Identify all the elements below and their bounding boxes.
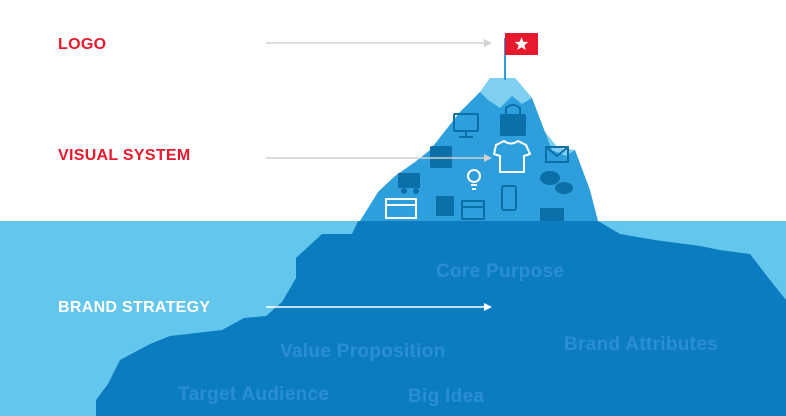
arrow-logo — [266, 39, 492, 47]
big-idea-label: Big Idea — [408, 386, 485, 407]
envelope-icon — [545, 146, 569, 163]
browser-window-icon — [385, 198, 417, 219]
star-icon — [514, 37, 529, 50]
calendar-icon — [461, 200, 485, 220]
core-purpose-label: Core Purpose — [436, 261, 565, 282]
shopping-bag-icon — [500, 104, 526, 136]
target-audience-label: Target Audience — [178, 384, 330, 405]
chat-bubbles-icon — [540, 171, 573, 194]
brand-attributes-label: Brand Attributes — [564, 334, 718, 355]
lightbulb-icon — [467, 169, 481, 190]
logo-label: LOGO — [58, 36, 107, 53]
underwater-iceberg — [96, 221, 786, 416]
truck-icon — [398, 173, 420, 194]
mobile-phone-icon — [501, 185, 517, 211]
visual-system-label: VISUAL SYSTEM — [58, 147, 191, 164]
tshirt-icon — [492, 139, 532, 173]
iceberg-snow-cap — [480, 78, 532, 108]
arrow-visual-system — [266, 154, 492, 162]
brand-strategy-label: BRAND STRATEGY — [58, 299, 211, 316]
value-proposition-label: Value Proposition — [280, 341, 446, 362]
book-icon — [430, 146, 452, 168]
gift-bag-icon — [436, 196, 454, 216]
monitor-small-icon — [540, 208, 564, 221]
monitor-icon — [453, 113, 479, 138]
arrow-brand-strategy — [266, 303, 492, 311]
